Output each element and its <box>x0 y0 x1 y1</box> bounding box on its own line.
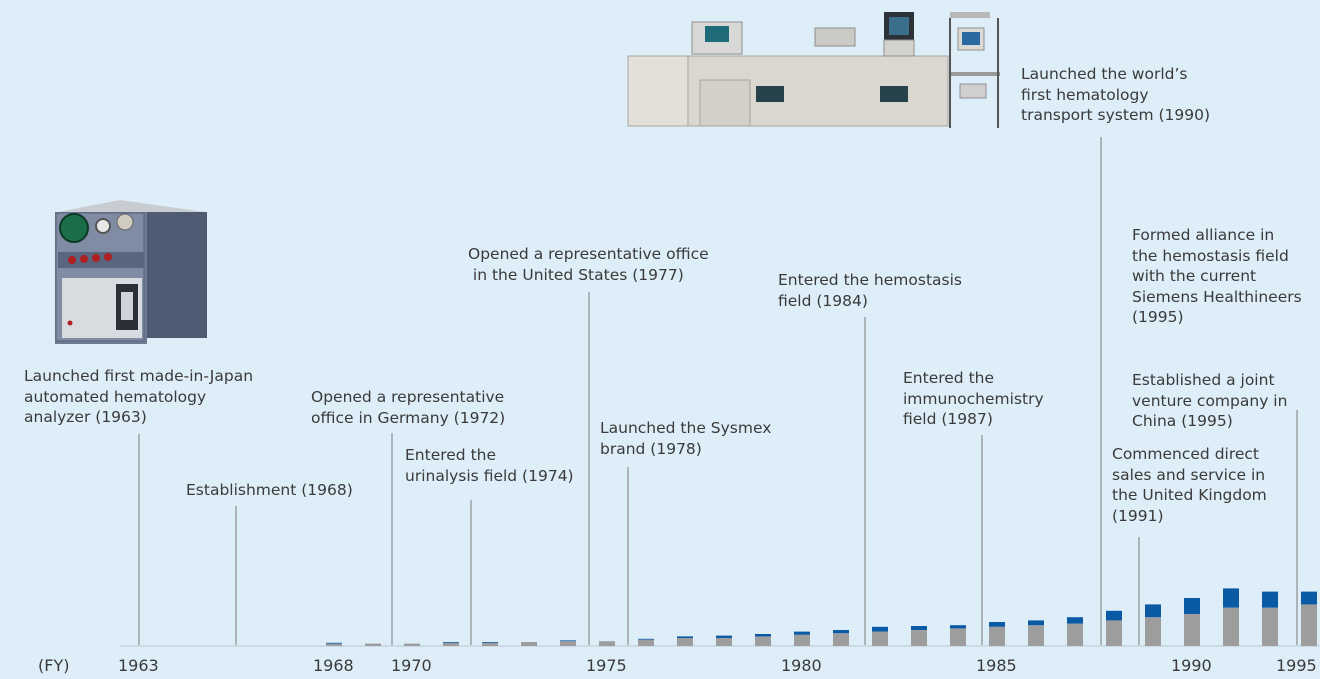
x-tick-label: 1995 <box>1276 656 1317 675</box>
annotation-label-1984: Entered the hemostasis field (1984) <box>778 271 962 310</box>
bar-1983-segment-2 <box>911 626 927 630</box>
bar-1974-segment-1 <box>560 641 576 646</box>
annotation-label-1987: Entered the immunochemistry field (1987) <box>903 369 1044 428</box>
bar-1992-segment-2 <box>1262 591 1278 608</box>
bar-1978-segment-1 <box>716 638 732 646</box>
bar-1980-segment-1 <box>794 634 810 646</box>
bar-1968-segment-2 <box>326 642 342 644</box>
bar-1971-segment-1 <box>443 642 459 646</box>
bar-1973-segment-1 <box>521 642 537 646</box>
bar-1969-segment-1 <box>365 643 381 646</box>
bar-1981-segment-2 <box>833 630 849 634</box>
bar-1987-segment-2 <box>1067 617 1083 624</box>
bar-1968-segment-1 <box>326 643 342 646</box>
bar-1975-segment-1 <box>599 641 615 646</box>
annotation-label-1990: Launched the world’s first hematology tr… <box>1021 65 1211 124</box>
annotation-label-1972: Opened a representative office in German… <box>311 388 506 427</box>
bar-1991-segment-1 <box>1223 607 1239 646</box>
analyzer-photo-1963 <box>55 200 207 344</box>
bar-1990-segment-2 <box>1184 598 1200 614</box>
bar-1974-segment-2 <box>560 640 576 642</box>
annotation-label-1995: Formed alliance in the hemostasis field … <box>1132 226 1302 326</box>
bar-1977-segment-1 <box>677 638 693 646</box>
annotation-label-1974: Entered the urinalysis field (1974) <box>405 446 574 485</box>
bar-1993-segment-2 <box>1301 591 1317 605</box>
bar-1984-segment-1 <box>950 628 966 646</box>
annotation-label-1977: Opened a representative office in the Un… <box>468 245 709 284</box>
bar-1988-segment-2 <box>1106 610 1122 621</box>
bar-1986-segment-1 <box>1028 625 1044 646</box>
bar-1981-segment-1 <box>833 633 849 646</box>
x-axis-unit-label: (FY) <box>38 656 70 675</box>
x-tick-label: 1980 <box>781 656 822 675</box>
bar-1993-segment-1 <box>1301 604 1317 646</box>
annotation-label-1968: Establishment (1968) <box>186 481 353 499</box>
x-tick-label: 1975 <box>586 656 627 675</box>
bar-1979-segment-2 <box>755 634 771 637</box>
bar-1984-segment-2 <box>950 625 966 629</box>
bar-1985-segment-2 <box>989 622 1005 627</box>
x-tick-label: 1968 <box>313 656 354 675</box>
bar-1977-segment-2 <box>677 636 693 638</box>
annotation-label-1995: Established a joint venture company in C… <box>1132 371 1288 430</box>
bar-1989-segment-2 <box>1145 604 1161 618</box>
x-tick-label: 1990 <box>1171 656 1212 675</box>
bar-1971-segment-2 <box>443 642 459 643</box>
bar-1985-segment-1 <box>989 626 1005 646</box>
bar-1980-segment-2 <box>794 631 810 635</box>
bar-1991-segment-2 <box>1223 588 1239 608</box>
annotation-label-1978: Launched the Sysmex brand (1978) <box>600 419 772 458</box>
bar-1992-segment-1 <box>1262 607 1278 646</box>
annotation-label-1963: Launched first made-in-Japan automated h… <box>24 367 254 426</box>
bar-1988-segment-1 <box>1106 620 1122 646</box>
bar-1986-segment-2 <box>1028 620 1044 626</box>
bar-1976-segment-2 <box>638 638 654 640</box>
bar-1983-segment-1 <box>911 630 927 646</box>
x-tick-label: 1985 <box>976 656 1017 675</box>
bar-1990-segment-1 <box>1184 614 1200 646</box>
transport-system-photo-1990 <box>627 12 1000 128</box>
bar-1976-segment-1 <box>638 639 654 646</box>
x-tick-label: 1963 <box>118 656 159 675</box>
bar-1982-segment-1 <box>872 631 888 646</box>
bar-1989-segment-1 <box>1145 617 1161 646</box>
annotation-label-1991: Commenced direct sales and service in th… <box>1112 445 1267 525</box>
bar-1978-segment-2 <box>716 635 732 638</box>
bar-1970-segment-1 <box>404 643 420 646</box>
bar-1972-segment-2 <box>482 642 498 643</box>
bar-1982-segment-2 <box>872 626 888 632</box>
bar-1979-segment-1 <box>755 636 771 646</box>
bar-1972-segment-1 <box>482 642 498 646</box>
x-tick-label: 1970 <box>391 656 432 675</box>
bar-1987-segment-1 <box>1067 623 1083 646</box>
